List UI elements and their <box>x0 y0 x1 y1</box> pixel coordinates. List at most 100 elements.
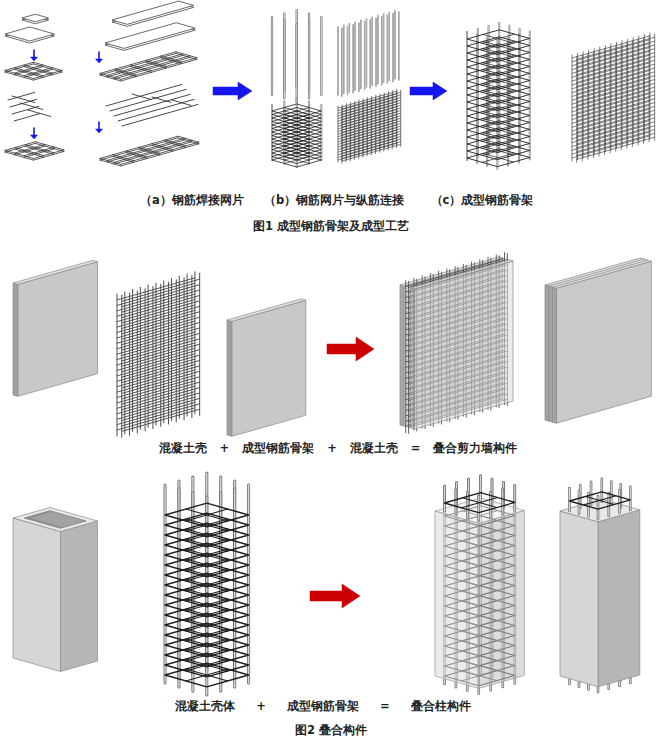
mesh-bar <box>375 98 376 154</box>
concrete-face <box>61 521 98 672</box>
stirrup-tie <box>186 559 228 571</box>
stirrup-tie <box>186 519 228 531</box>
rebar-highlight <box>343 25 344 93</box>
mesh-wire <box>100 158 121 164</box>
stirrup-tie <box>186 639 228 651</box>
rebar <box>389 12 390 80</box>
mesh-bar <box>367 100 368 156</box>
mesh-bar <box>116 294 117 436</box>
rebar <box>501 489 504 514</box>
loose-bar <box>152 97 171 102</box>
rebar-highlight <box>569 488 570 511</box>
steel-plate <box>105 23 195 49</box>
stirrup-tie <box>483 76 513 85</box>
stirrup-tie <box>186 619 228 631</box>
stirrup <box>467 107 530 125</box>
stirrup-tie <box>483 83 513 92</box>
mesh-bar <box>152 286 153 428</box>
rebar-highlight <box>395 11 396 79</box>
rebar <box>398 12 399 80</box>
steel-plate <box>112 1 194 24</box>
rebar-highlight <box>509 26 510 154</box>
rebar-highlight <box>630 487 631 510</box>
mesh-wire <box>178 136 199 142</box>
step-arrow-head <box>31 57 38 61</box>
stirrup-tie <box>186 589 228 601</box>
rebar <box>271 17 273 95</box>
mesh-bar <box>576 56 577 162</box>
stirrup-tie <box>186 629 228 641</box>
stirrup-tie <box>186 539 228 551</box>
mesh-bar <box>626 42 627 148</box>
stirrup <box>467 72 530 90</box>
stirrup-tie <box>186 659 228 671</box>
rebar-highlight <box>444 486 445 511</box>
stirrup-tie <box>186 579 228 591</box>
mesh-wire <box>152 144 173 150</box>
stirrup-tie <box>483 90 513 99</box>
mesh-wire <box>35 142 64 150</box>
mesh-bar <box>137 291 138 433</box>
rebar <box>394 11 395 79</box>
mesh-bar <box>176 280 177 422</box>
loose-bar <box>118 99 194 121</box>
concrete-face <box>556 261 651 423</box>
stirrup <box>467 37 530 55</box>
rebar-highlight <box>389 12 390 80</box>
rebar <box>366 19 367 87</box>
stirrup-tie <box>186 629 228 641</box>
loose-bar <box>20 103 43 109</box>
stirrup-tie <box>186 509 228 521</box>
stirrup-tie <box>483 104 513 113</box>
stirrup-tie <box>186 669 228 681</box>
mesh-bar <box>400 90 401 146</box>
concrete-top <box>410 260 513 289</box>
stirrup <box>467 142 530 160</box>
rebar-highlight <box>355 22 356 90</box>
stirrup-tie <box>186 669 228 681</box>
mesh-bar <box>132 290 133 432</box>
rebar <box>375 18 376 86</box>
rebar <box>283 21 285 99</box>
rebar-highlight <box>608 493 609 516</box>
rebar <box>354 22 355 90</box>
rebar-highlight <box>467 32 468 160</box>
stirrup-tie <box>482 97 514 106</box>
rebar <box>343 25 344 93</box>
mesh-wire <box>100 136 178 158</box>
process-arrow <box>310 584 360 608</box>
mesh-bar <box>163 281 164 423</box>
mesh-bar <box>383 95 384 151</box>
rebar-highlight <box>372 17 373 85</box>
shell-opening <box>24 511 86 529</box>
equation-caption: 混凝土壳体 + 成型钢筋骨架 = 叠合柱构件 <box>175 700 470 714</box>
shell-inner-wall <box>24 511 63 529</box>
rebar <box>607 493 610 516</box>
mesh-bar <box>632 41 633 147</box>
stirrup-tie <box>483 69 513 78</box>
concrete-top <box>227 299 306 321</box>
rebar <box>372 17 373 85</box>
mesh-bar <box>643 37 644 143</box>
mesh-bar <box>168 282 169 424</box>
mesh-bar <box>615 45 616 151</box>
mesh-wire <box>100 73 121 79</box>
rebar <box>337 27 338 95</box>
mesh-bar <box>405 281 406 433</box>
rebar <box>443 486 446 511</box>
layer-seam <box>552 287 553 422</box>
rebar <box>353 25 354 93</box>
rebar-highlight <box>578 491 579 514</box>
stirrup-tie <box>483 125 513 134</box>
stirrup-tie <box>483 62 513 71</box>
stirrup-tie <box>186 569 228 581</box>
rebar <box>466 32 468 160</box>
loose-bar <box>10 99 37 107</box>
stirrup-tie <box>483 55 513 64</box>
mesh-wire <box>34 64 63 72</box>
stirrup-tie <box>482 111 514 120</box>
rebar-highlight <box>360 21 361 89</box>
rebar <box>360 21 361 89</box>
rebar-highlight <box>381 17 382 85</box>
